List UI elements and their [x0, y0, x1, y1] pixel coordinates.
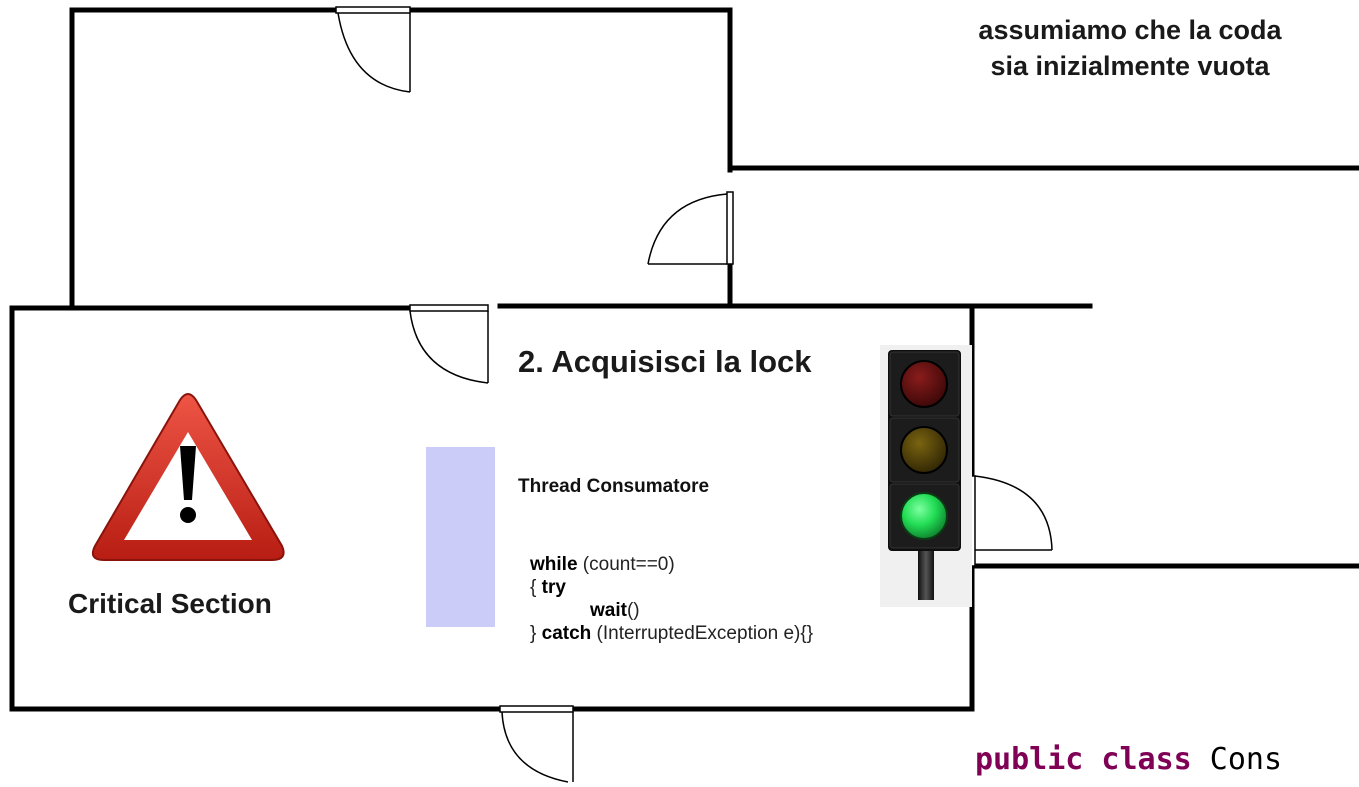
code-text: (InterruptedException e){}: [591, 623, 814, 644]
code-keyword: public class: [975, 742, 1192, 777]
note-line-2: sia inizialmente vuota: [990, 51, 1270, 81]
code-text: {: [530, 577, 542, 598]
code-keyword: while: [530, 554, 578, 575]
code-text: (count==0): [577, 554, 675, 575]
thread-box: [426, 447, 495, 627]
code-text: Cons: [1191, 742, 1283, 777]
traffic-light-icon: [880, 345, 972, 607]
code-keyword: catch: [541, 623, 592, 644]
code-text: (): [626, 600, 640, 621]
code-line-catch: } catch (InterruptedException e){}: [530, 622, 813, 645]
code-line-wait: wait(): [530, 599, 813, 622]
class-declaration: public class Cons: [975, 742, 1282, 777]
code-line-while: while (count==0): [530, 553, 813, 576]
code-keyword: wait: [590, 600, 627, 621]
walls: [9, 7, 1359, 712]
consumer-code: while (count==0) { try wait() } catch (I…: [530, 553, 813, 645]
assumption-note: assumiamo che la coda sia inizialmente v…: [900, 12, 1359, 84]
step-label: 2. Acquisisci la lock: [518, 344, 812, 379]
note-line-1: assumiamo che la coda: [978, 15, 1282, 45]
code-text: }: [530, 623, 542, 644]
warning-triangle-icon: [91, 393, 285, 561]
code-line-try: { try: [530, 576, 813, 599]
code-keyword: try: [541, 577, 566, 598]
thread-title: Thread Consumatore: [518, 476, 710, 497]
critical-section-label: Critical Section: [68, 588, 272, 619]
